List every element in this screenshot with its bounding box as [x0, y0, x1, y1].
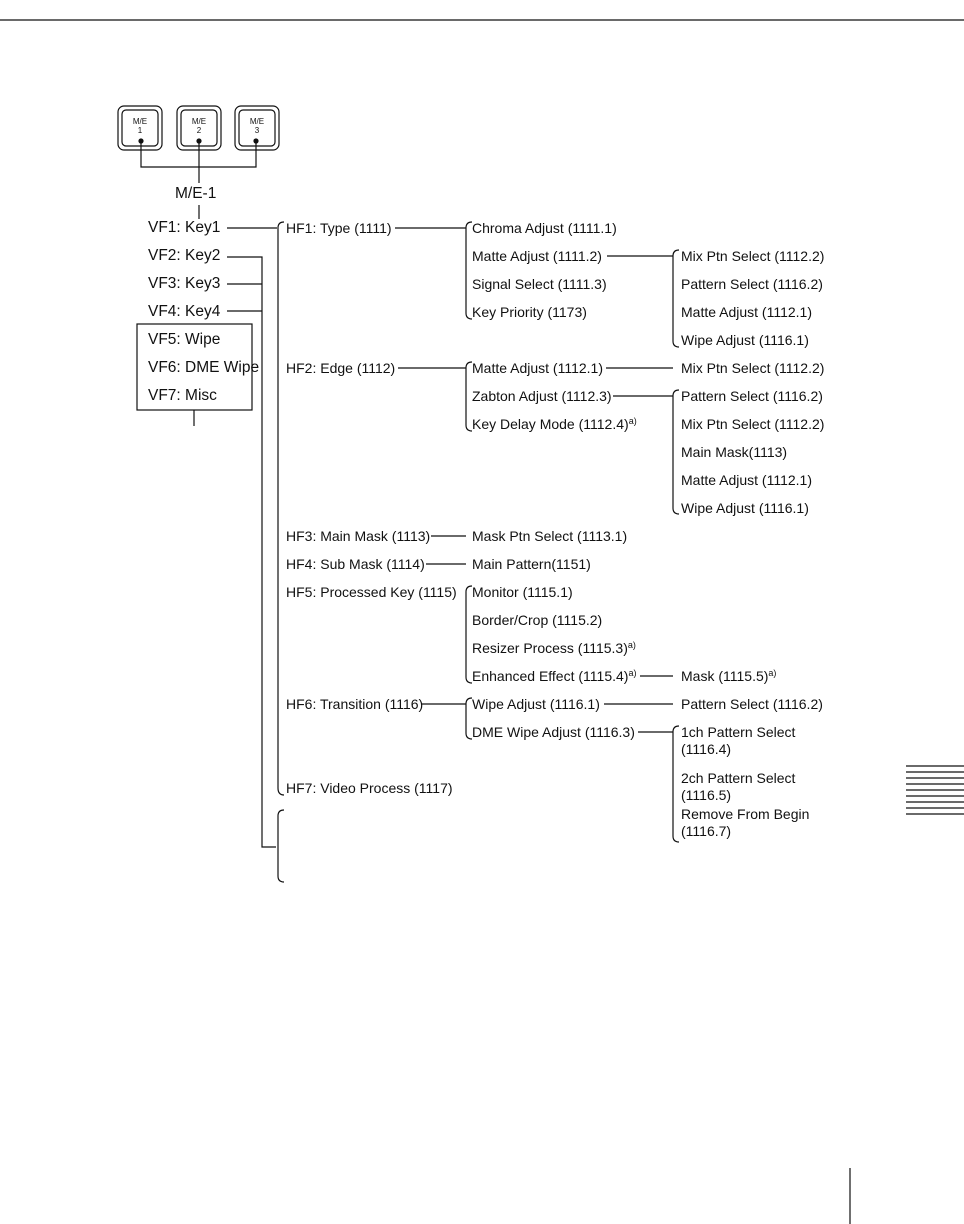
main-pattern-label: Main Pattern(1151) [472, 556, 591, 572]
1ch-pattern-select-label: 1ch Pattern Select [681, 724, 796, 740]
lower-bracket [277, 809, 285, 883]
section-tab-marker [906, 765, 964, 815]
dme-wipe-adjust-label: DME Wipe Adjust (1116.3) [472, 724, 635, 740]
me3-button-number: 3 [254, 126, 260, 135]
me2-dot [196, 138, 202, 144]
footnote-mark: a) [628, 416, 637, 426]
me3-button-top: M/E [249, 117, 265, 126]
mix-ptn-select-label: Mix Ptn Select (1112.2) [681, 416, 825, 432]
key-delay-mode-label: Key Delay Mode (1112.4) [472, 416, 629, 432]
matte-adjust-1112-label: Matte Adjust (1112.1) [472, 360, 603, 376]
pattern-select-label: Pattern Select (1116.2) [681, 388, 823, 404]
remove-from-begin-code: (1116.7) [681, 823, 732, 839]
signal-select-label: Signal Select (1111.3) [472, 276, 607, 292]
matte-adjust-1111-label: Matte Adjust (1111.2) [472, 248, 602, 264]
me1-button: M/E 1 [122, 117, 158, 135]
hf6-bracket [465, 697, 473, 740]
chroma-adjust-label: Chroma Adjust (1111.1) [472, 220, 617, 236]
vf2-label: VF2: Key2 [148, 247, 221, 264]
footnote-mark: a) [628, 668, 637, 678]
mask-label: Mask (1115.5) [681, 668, 769, 684]
vf3-label: VF3: Key3 [148, 275, 221, 292]
me3-dot [253, 138, 259, 144]
vf5-label: VF5: Wipe [148, 331, 221, 348]
me1-button-number: 1 [137, 126, 143, 135]
hf1-label: HF1: Type (1111) [286, 220, 392, 236]
hf3-label: HF3: Main Mask (1113) [286, 528, 431, 544]
wipe-adjust-label: Wipe Adjust (1116.1) [681, 332, 809, 348]
me1-button-top: M/E [132, 117, 148, 126]
mix-ptn-select-label: Mix Ptn Select (1112.2) [681, 248, 825, 264]
me2-button-number: 2 [196, 126, 202, 135]
resizer-process-item: Resizer Process (1115.3)a) [472, 640, 636, 657]
mask-item: Mask (1115.5)a) [681, 668, 776, 685]
matte1-bracket [672, 249, 680, 348]
hf2-bracket [465, 361, 473, 432]
footnote-mark: a) [768, 668, 777, 678]
matte-adjust-label: Matte Adjust (1112.1) [681, 472, 812, 488]
hf-bracket [277, 221, 285, 796]
me1-button-outer [117, 105, 163, 151]
me3-button-outer [234, 105, 280, 151]
me1-dot [138, 138, 144, 144]
wipe-adjust-1116-label: Wipe Adjust (1116.1) [472, 696, 600, 712]
vf6-label: VF6: DME Wipe [148, 359, 260, 376]
2ch-pattern-select-code: (1116.5) [681, 787, 732, 803]
mix-ptn-select-label: Mix Ptn Select (1112.2) [681, 360, 825, 376]
1ch-pattern-select-code: (1116.4) [681, 741, 732, 757]
matte-adjust-label: Matte Adjust (1112.1) [681, 304, 812, 320]
enhanced-effect-label: Enhanced Effect (1115.4) [472, 668, 629, 684]
dme-bracket [672, 725, 680, 843]
hf7-label: HF7: Video Process (1117) [286, 780, 453, 796]
pattern-select-label: Pattern Select (1116.2) [681, 696, 823, 712]
hf6-label: HF6: Transition (1116) [286, 696, 424, 712]
wipe-adjust-label: Wipe Adjust (1116.1) [681, 500, 809, 516]
key-delay-mode-item: Key Delay Mode (1112.4)a) [472, 416, 637, 433]
vf2-bracket [227, 256, 276, 848]
hf4-label: HF4: Sub Mask (1114) [286, 556, 425, 572]
me3-button-inner [238, 109, 276, 147]
pattern-select-label: Pattern Select (1116.2) [681, 276, 823, 292]
me2-button-top: M/E [191, 117, 207, 126]
me1-button-inner [121, 109, 159, 147]
zabton-bracket [672, 389, 680, 515]
vf1-label: VF1: Key1 [148, 219, 221, 236]
me2-button: M/E 2 [181, 117, 217, 135]
me3-button: M/E 3 [239, 117, 275, 135]
hf5-label: HF5: Processed Key (1115) [286, 584, 457, 600]
hf5-bracket [465, 585, 473, 684]
zabton-adjust-label: Zabton Adjust (1112.3) [472, 388, 612, 404]
main-mask-label: Main Mask(1113) [681, 444, 788, 460]
me-label: M/E-1 [175, 185, 217, 202]
border-crop-label: Border/Crop (1115.2) [472, 612, 603, 628]
vf4-label: VF4: Key4 [148, 303, 221, 320]
hf1-bracket [465, 221, 473, 320]
hf2-label: HF2: Edge (1112) [286, 360, 396, 376]
enhanced-effect-item: Enhanced Effect (1115.4)a) [472, 668, 636, 685]
vf7-label: VF7: Misc [148, 387, 217, 404]
footnote-mark: a) [627, 640, 636, 650]
2ch-pattern-select-label: 2ch Pattern Select [681, 770, 796, 786]
resizer-process-label: Resizer Process (1115.3) [472, 640, 628, 656]
monitor-label: Monitor (1115.1) [472, 584, 573, 600]
mask-ptn-select-label: Mask Ptn Select (1113.1) [472, 528, 628, 544]
remove-from-begin-label: Remove From Begin [681, 806, 810, 822]
key-priority-label: Key Priority (1173) [472, 304, 587, 320]
